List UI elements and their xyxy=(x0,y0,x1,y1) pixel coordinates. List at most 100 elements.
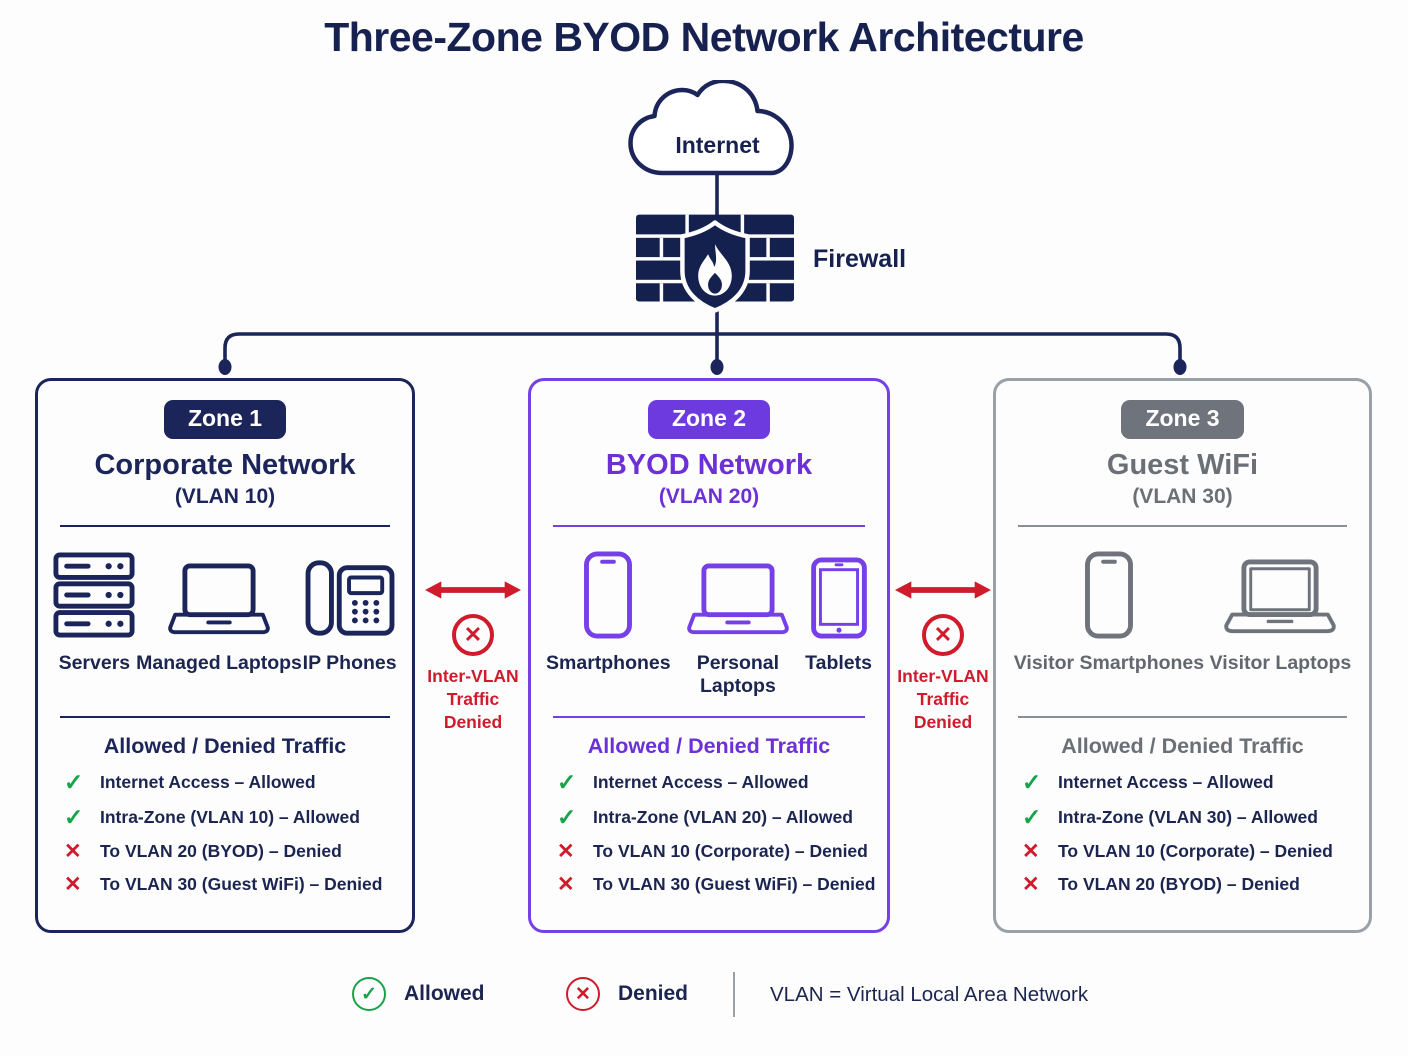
firewall-icon xyxy=(636,214,794,313)
zone3-devices: Visitor Smartphones Visitor Laptops xyxy=(1011,545,1354,700)
rule-row: ✕ To VLAN 30 (Guest WiFi) – Denied xyxy=(64,874,412,895)
rule-row: ✕To VLAN 10 (Corporate) – Denied xyxy=(1022,841,1369,862)
internet-label: Internet xyxy=(675,132,760,158)
rule-row: ✕ To VLAN 20 (BYOD) – Denied xyxy=(1022,874,1369,895)
cross-icon: ✕ xyxy=(557,873,575,896)
zone3-vlan: (VLAN 30) xyxy=(1132,485,1233,508)
device-label: Visitor Laptops xyxy=(1209,652,1352,674)
divider xyxy=(1018,525,1347,527)
double-arrow-icon xyxy=(895,581,991,599)
inter-vlan-block-1: ✕ Inter-VLAN Traffic Denied xyxy=(416,578,530,733)
circle-x-icon: ✕ xyxy=(566,977,600,1011)
legend-divider xyxy=(733,972,735,1017)
zone2-rules: ✓Internet Access – Allowed ✓ Intra-Zone (… xyxy=(531,771,887,907)
device-personal-laptops: Personal Laptops xyxy=(671,545,806,700)
zone1-rules: ✓ Internet Access – Allowed ✓ Intra-Zone (… xyxy=(38,771,412,907)
check-icon: ✓ xyxy=(1022,804,1042,830)
inter-vlan-block-2: ✕ Inter-VLAN Traffic Denied xyxy=(886,578,1000,733)
device-managed-laptops: Managed Laptops xyxy=(136,545,302,700)
device-label: IP Phones xyxy=(302,652,397,674)
device-label: Tablets xyxy=(805,652,872,674)
legend-vlan-note: VLAN = Virtual Local Area Network xyxy=(770,983,1089,1006)
device-label: Managed Laptops xyxy=(136,652,302,674)
rule-text: Internet Access – Allowed xyxy=(593,772,809,792)
rule-text: To VLAN 30 (Guest WiFi) – Denied xyxy=(593,874,876,894)
rule-row: ✓ Internet Access – Allowed xyxy=(1022,771,1369,794)
rule-row: ✕ To VLAN 20 (BYOD) – Denied xyxy=(64,841,412,862)
divider xyxy=(1018,716,1347,718)
zone2-vlan: (VLAN 20) xyxy=(658,485,760,508)
rule-text: To VLAN 20 (BYOD) – Denied xyxy=(100,841,342,861)
smartphone-icon xyxy=(1084,545,1134,639)
device-tablets: Tablets xyxy=(805,545,872,700)
smartphone-icon xyxy=(583,545,633,639)
page-title: Three-Zone BYOD Network Architecture xyxy=(324,14,1084,60)
firewall xyxy=(636,214,794,314)
zone1-title: Corporate Network xyxy=(94,449,356,481)
traffic-heading: Allowed / Denied Traffic xyxy=(1061,734,1304,758)
zone3-badge: Zone 3 xyxy=(1121,400,1244,439)
legend-allowed: ✓ Allowed xyxy=(352,977,485,1011)
rule-text: To VLAN 10 (Corporate) – Denied xyxy=(593,841,868,861)
zone1-devices: Servers Managed Laptops xyxy=(53,545,397,700)
legend-denied: ✕ Denied xyxy=(566,977,688,1011)
device-ip-phones: IP Phones xyxy=(303,545,397,700)
circle-x-icon: ✕ xyxy=(452,614,494,656)
check-icon: ✓ xyxy=(64,804,84,830)
divider xyxy=(553,525,865,527)
rule-row: ✓ Intra-Zone (VLAN 20) – Allowed xyxy=(557,806,887,829)
rule-text: Intra-Zone (VLAN 10) – Allowed xyxy=(100,807,360,827)
zone2-title: BYOD Network xyxy=(605,449,813,481)
rule-text: To VLAN 20 (BYOD) – Denied xyxy=(1058,874,1300,894)
device-label: Servers xyxy=(58,652,131,674)
divider xyxy=(60,716,390,718)
device-label: Smartphones xyxy=(546,652,671,674)
zone3-rules: ✓ Internet Access – Allowed ✓ Intra-Zone (… xyxy=(996,771,1369,907)
internet-cloud: Internet xyxy=(620,80,815,178)
device-visitor-smartphones: Visitor Smartphones xyxy=(1014,545,1204,700)
inter-vlan-label: Inter-VLAN Traffic Denied xyxy=(897,666,989,732)
laptop-icon xyxy=(168,545,270,639)
divider xyxy=(553,716,865,718)
rule-text: Intra-Zone (VLAN 30) – Allowed xyxy=(1058,807,1318,827)
zone-card-byod: Zone 2 BYOD Network (VLAN 20) Smartphone… xyxy=(528,378,890,933)
rule-row: ✓ Intra-Zone (VLAN 30) – Allowed xyxy=(1022,806,1369,829)
device-visitor-laptops: Visitor Laptops xyxy=(1209,545,1352,700)
cross-icon: ✕ xyxy=(64,840,82,863)
rule-text: To VLAN 10 (Corporate) – Denied xyxy=(1058,841,1333,861)
double-arrow-icon xyxy=(425,581,521,599)
legend-denied-label: Denied xyxy=(618,982,689,1005)
ip-phone-icon xyxy=(305,545,395,639)
zone1-vlan: (VLAN 10) xyxy=(174,485,276,508)
rule-row: ✓ Intra-Zone (VLAN 10) – Allowed xyxy=(64,806,412,829)
rule-text: Internet Access – Allowed xyxy=(1058,772,1274,792)
circle-x-icon: ✕ xyxy=(922,614,964,656)
check-icon: ✓ xyxy=(557,804,577,830)
traffic-heading: Allowed / Denied Traffic xyxy=(103,734,347,758)
cloud-icon xyxy=(628,80,794,176)
rule-text: To VLAN 30 (Guest WiFi) – Denied xyxy=(100,874,383,894)
rule-text: Intra-Zone (VLAN 20) – Allowed xyxy=(593,807,853,827)
device-label: Personal Laptops xyxy=(696,652,780,697)
inter-vlan-label: Inter-VLAN Traffic Denied xyxy=(427,666,519,732)
zone1-badge: Zone 1 xyxy=(163,400,287,439)
check-icon: ✓ xyxy=(1022,769,1042,795)
traffic-heading: Allowed / Denied Traffic xyxy=(587,734,831,758)
cross-icon: ✕ xyxy=(557,840,575,863)
rule-row: ✕ To VLAN 30 (Guest WiFi) – Denied xyxy=(557,874,887,895)
rule-text: Internet Access – Allowed xyxy=(100,772,316,792)
zone-card-guest-wifi: Zone 3 Guest WiFi (VLAN 30) Visitor Smar… xyxy=(993,378,1372,933)
device-servers: Servers xyxy=(53,545,135,700)
zone-card-corporate: Zone 1 Corporate Network (VLAN 10) xyxy=(35,378,415,933)
rule-row: ✓Internet Access – Allowed xyxy=(557,771,887,794)
rule-row: ✕ To VLAN 10 (Corporate) – Denied xyxy=(557,841,887,862)
cross-icon: ✕ xyxy=(1022,873,1040,896)
zone3-title: Guest WiFi xyxy=(1106,449,1259,481)
cross-icon: ✕ xyxy=(64,873,82,896)
legend-allowed-label: Allowed xyxy=(404,982,485,1005)
tablet-icon xyxy=(810,545,868,639)
device-smartphones: Smartphones xyxy=(546,545,671,700)
check-icon: ✓ xyxy=(64,769,84,795)
laptop-icon xyxy=(1222,545,1338,639)
